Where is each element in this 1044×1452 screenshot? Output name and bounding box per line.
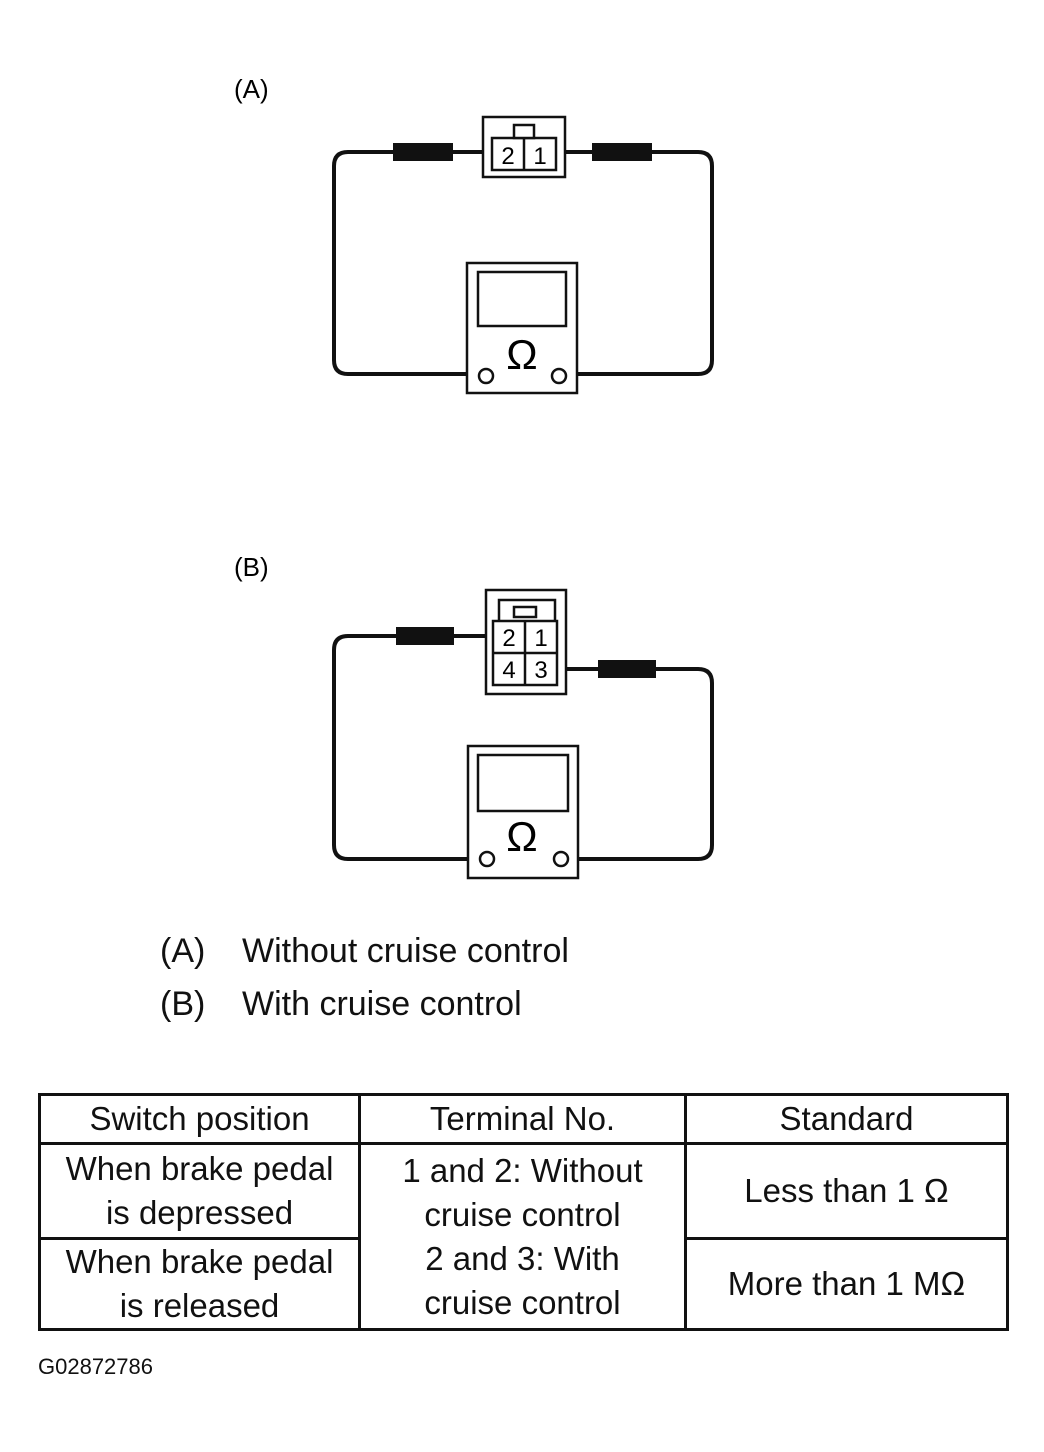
cell-position-released: When brake pedal is released bbox=[38, 1237, 361, 1331]
header-switch-position: Switch position bbox=[38, 1093, 361, 1145]
table-row: When brake pedal is released More than 1… bbox=[38, 1237, 1009, 1331]
legend-text: Without cruise control bbox=[242, 932, 569, 970]
legend-tag: (B) bbox=[160, 985, 206, 1023]
cell-position-depressed: When brake pedal is depressed bbox=[38, 1142, 361, 1240]
specification-table: Switch position Terminal No. Standard Wh… bbox=[38, 1093, 1009, 1331]
cell-terminal-no: 1 and 2: Without cruise control 2 and 3:… bbox=[358, 1142, 687, 1331]
diagram-b-pin-2: 2 bbox=[502, 625, 515, 652]
diagram-a-terminal-left bbox=[477, 367, 495, 385]
diagram-a-wire bbox=[332, 150, 714, 376]
cell-standard-depressed: Less than 1 Ω bbox=[684, 1142, 1009, 1240]
diagram-a-ohmmeter: Ω bbox=[465, 261, 579, 395]
position-line: When brake pedal bbox=[65, 1243, 334, 1280]
position-line: is depressed bbox=[105, 1194, 294, 1231]
diagram-b-pin-4: 4 bbox=[502, 657, 515, 684]
legend-tag: (A) bbox=[160, 932, 206, 970]
cell-standard-released: More than 1 MΩ bbox=[684, 1237, 1009, 1331]
position-line: is released bbox=[119, 1287, 280, 1324]
table-header-row: Switch position Terminal No. Standard bbox=[38, 1093, 1009, 1145]
terminal-line: 1 and 2: Without bbox=[402, 1151, 643, 1189]
diagram-a: (A) 2 1 Ω bbox=[234, 74, 714, 395]
diagram-b-probe-left bbox=[396, 627, 454, 645]
terminal-line: cruise control bbox=[424, 1283, 621, 1321]
diagram-b-pin-3: 3 bbox=[534, 657, 547, 684]
diagram-b-wire bbox=[332, 634, 714, 861]
terminal-line: 2 and 3: With bbox=[425, 1239, 620, 1277]
table-row: When brake pedal is depressed 1 and 2: W… bbox=[38, 1142, 1009, 1331]
legend-item-a: (A) Without cruise control bbox=[160, 932, 569, 971]
diagram-b-connector: 2 1 4 3 bbox=[484, 588, 568, 696]
diagram-b-ohmmeter: Ω bbox=[466, 744, 580, 880]
diagram-b-label: (B) bbox=[234, 552, 269, 582]
diagram-a-pin-1: 1 bbox=[533, 143, 546, 170]
diagram-a-label: (A) bbox=[234, 74, 269, 104]
diagram-b-ohm-symbol: Ω bbox=[506, 813, 537, 860]
diagram-a-connector: 2 1 bbox=[481, 115, 567, 179]
header-terminal-no: Terminal No. bbox=[358, 1093, 687, 1145]
legend-item-b: (B) With cruise control bbox=[160, 985, 522, 1024]
diagram-b-probe-right bbox=[598, 660, 656, 678]
diagram-a-pin-2: 2 bbox=[501, 143, 514, 170]
diagram-b-terminal-left bbox=[478, 850, 496, 868]
diagram-b-terminal-right bbox=[552, 850, 570, 868]
position-line: When brake pedal bbox=[65, 1150, 334, 1187]
diagram-b-pin-1: 1 bbox=[534, 625, 547, 652]
diagram-b: (B) 2 1 4 3 Ω bbox=[234, 552, 714, 880]
diagram-a-ohm-symbol: Ω bbox=[506, 331, 537, 378]
diagram-a-probe-right bbox=[592, 143, 652, 161]
header-standard: Standard bbox=[684, 1093, 1009, 1145]
legend-text: With cruise control bbox=[242, 985, 522, 1023]
circuit-diagrams: (A) 2 1 Ω (B) bbox=[234, 74, 714, 880]
diagram-a-probe-left bbox=[393, 143, 453, 161]
terminal-line: cruise control bbox=[424, 1195, 621, 1233]
figure-id: G02872786 bbox=[38, 1354, 153, 1379]
diagram-a-terminal-right bbox=[550, 367, 568, 385]
